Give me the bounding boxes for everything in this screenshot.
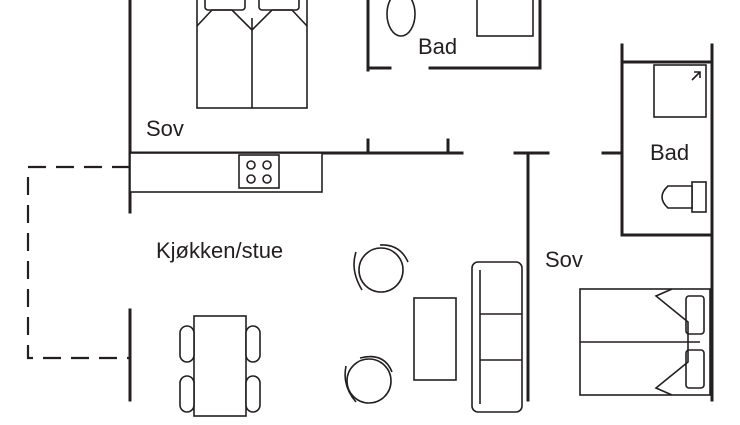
room-label-sov-top-left: Sov xyxy=(146,116,184,141)
room-label-bad-right: Bad xyxy=(650,140,689,165)
room-label-bad-top: Bad xyxy=(418,34,457,59)
room-label-sov-right: Sov xyxy=(545,247,583,272)
coffee-table xyxy=(413,297,457,381)
bathroom-top xyxy=(386,0,534,37)
balcony-outline xyxy=(26,165,130,360)
kitchen-counter xyxy=(129,152,323,193)
toilet-top xyxy=(386,0,416,37)
toilet-right xyxy=(661,181,707,213)
shower-top xyxy=(476,0,534,37)
armchair-lower xyxy=(344,355,393,404)
dining-table xyxy=(179,315,261,417)
double-bed-right xyxy=(579,288,711,396)
armchair-upper xyxy=(353,244,409,293)
room-label-kjokken-stue: Kjøkken/stue xyxy=(156,238,283,263)
bathroom-right xyxy=(653,64,707,213)
stove xyxy=(238,154,280,189)
sofa xyxy=(471,261,523,413)
double-bed-top xyxy=(196,0,308,109)
